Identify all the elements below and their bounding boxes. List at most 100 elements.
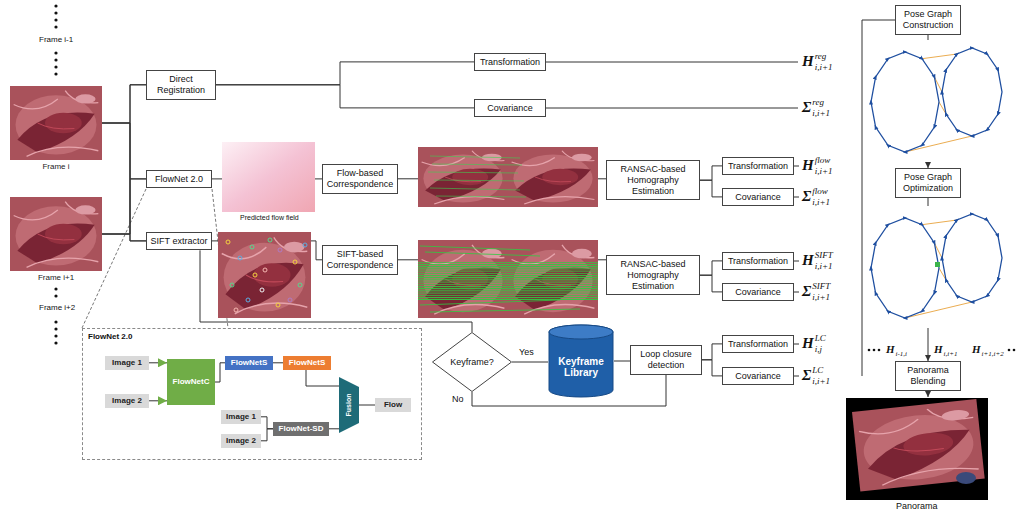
node-label: FlowNet-SD [279, 424, 324, 434]
circle-part [54, 25, 57, 28]
cylinder-top [549, 325, 613, 339]
connector [359, 405, 375, 406]
node-label: RANSAC-based Homography Estimation [610, 259, 696, 291]
process-box: Flow-based Correspondence [322, 164, 398, 194]
connector [149, 400, 167, 401]
math-symbol: H [934, 344, 943, 355]
circle-part [246, 298, 250, 302]
node-label: Covariance [726, 371, 790, 382]
connector [149, 362, 167, 363]
use-part [218, 232, 311, 318]
circle-part [250, 245, 254, 249]
node-label: Direct Registration [150, 74, 212, 96]
video-frame: Frame i [10, 86, 102, 172]
math-symbol: H [802, 336, 814, 351]
node-label: FlowNet 2.0 [88, 332, 416, 342]
zoom-leader [82, 189, 228, 328]
circle-part [54, 18, 57, 21]
process-box: RANSAC-based Homography Estimation [606, 160, 700, 200]
connector [102, 234, 146, 241]
node-label: Image 2 [226, 436, 256, 446]
math-symbol: Σ [802, 284, 811, 299]
rect-part [418, 262, 598, 300]
circle-part [54, 51, 57, 54]
math-symbol: H [886, 344, 895, 355]
process-box: RANSAC-based Homography Estimation [606, 255, 700, 295]
pose-graph [866, 40, 1008, 162]
flow-match-image [418, 147, 598, 207]
edge-label: Yes [519, 348, 534, 357]
network-block: FlowNetC [167, 359, 215, 405]
circle-part [276, 303, 280, 307]
process-box: Pose Graph Construction [895, 5, 961, 35]
text-label: Frame i-1 [39, 36, 73, 44]
frame-image [10, 197, 102, 271]
circle-part [54, 320, 57, 323]
process-box: Transformation [722, 157, 794, 176]
trapezoid-shape [339, 377, 359, 433]
node-label: Transformation [726, 339, 790, 350]
network-block: FlowNetS [225, 356, 273, 370]
circle-part [303, 243, 307, 247]
circle-part [868, 349, 871, 352]
connector [614, 361, 630, 362]
math-superscript: SIFT [815, 251, 833, 260]
circle-part [54, 334, 57, 337]
connector [306, 370, 339, 386]
math-subscript: i+1,i+2 [982, 351, 1004, 358]
process-box: Pose Graph Optimization [895, 168, 961, 198]
process-box: Panorama Blending [895, 361, 961, 391]
process-box: Direct Registration [146, 70, 216, 100]
node-label: Transformation [478, 57, 542, 68]
wire-group [82, 20, 928, 397]
circle-part [54, 341, 57, 344]
node-label: Frame i [10, 162, 102, 172]
connector [700, 275, 722, 292]
node-label: Image 1 [112, 358, 142, 368]
node-label: Keyframe? [450, 357, 494, 368]
circle-part [54, 72, 57, 75]
database-cylinder: Keyframe Library [548, 324, 614, 398]
math-subscript: i,i+1 [812, 198, 830, 207]
circle-part [253, 273, 257, 277]
node-label: SIFT-based Correspondence [326, 249, 394, 271]
connector [102, 85, 146, 123]
connector [102, 179, 146, 234]
output-arrow [928, 391, 929, 397]
fusion-block: Fusion [339, 377, 359, 433]
process-box: Covariance [474, 99, 546, 118]
rect-part [846, 398, 988, 500]
node-label: FlowNetS [289, 358, 325, 368]
circle-part [54, 294, 57, 297]
circle-part [268, 238, 272, 242]
circle-part [54, 11, 57, 14]
use-part [852, 399, 985, 492]
connector [102, 85, 146, 234]
node-label: Covariance [726, 287, 790, 298]
connector [329, 428, 339, 429]
circle-part [260, 288, 264, 292]
math-symbol: Σ [802, 368, 811, 383]
node-label: Covariance [726, 192, 790, 203]
rect-part [935, 262, 940, 267]
node-label: FlowNet 2.0 [150, 174, 208, 185]
circle-part [234, 308, 238, 312]
math-subscript: i,i+1 [944, 351, 958, 358]
node-label: Image 2 [112, 396, 142, 406]
process-box: SIFT extractor [146, 232, 212, 251]
process-box: Transformation [474, 53, 546, 72]
node-label: Panorama Blending [899, 365, 957, 387]
connector [273, 362, 283, 363]
node-label: Transformation [726, 161, 790, 172]
math-subscript: i-1,i [896, 351, 907, 358]
math-subscript: i,i+1 [815, 262, 833, 271]
math-subscript: i,j [815, 345, 822, 354]
process-box: Covariance [722, 367, 794, 386]
circle-part [873, 349, 876, 352]
math-superscript: LC [815, 334, 826, 343]
text-label: Predicted flow field [240, 214, 299, 221]
circle-part [878, 349, 881, 352]
text-label: Panorama [896, 502, 938, 511]
math-subscript: i,i+1 [812, 109, 830, 118]
math-superscript: flow [812, 187, 828, 196]
